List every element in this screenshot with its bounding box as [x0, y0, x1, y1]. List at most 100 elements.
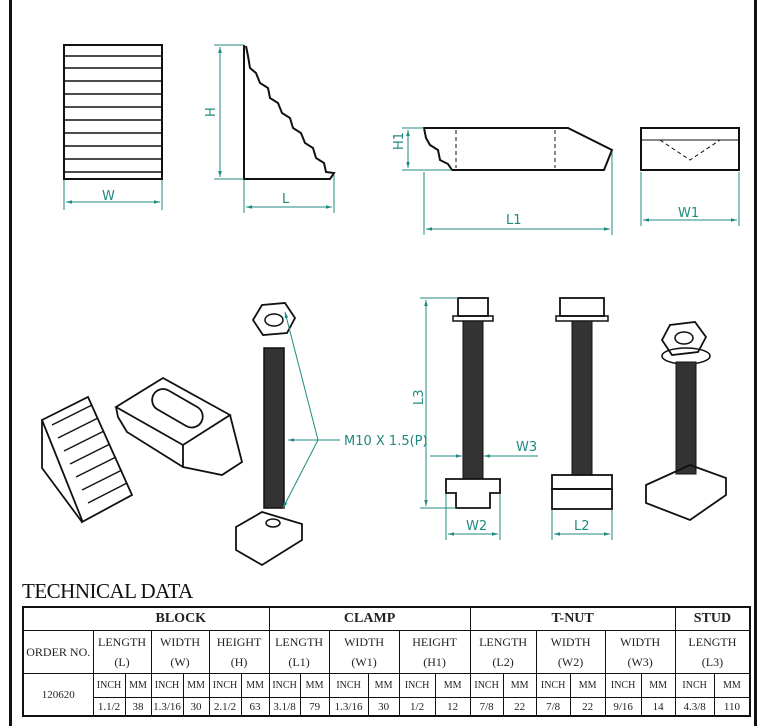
column-header: WIDTH (W)	[150, 630, 210, 674]
value-mm: 14	[640, 697, 676, 717]
stud-isometric	[235, 302, 303, 567]
unit-label: MM	[299, 673, 330, 698]
column-symbol: (L2)	[492, 655, 514, 669]
value-mm: 63	[240, 697, 270, 717]
column-header: WIDTH (W2)	[535, 630, 606, 674]
unit-label: MM	[182, 673, 210, 698]
column-header: WIDTH (W3)	[604, 630, 676, 674]
unit-label: MM	[569, 673, 606, 698]
value-mm: 79	[299, 697, 330, 717]
value-mm: 38	[124, 697, 152, 717]
column-name: WIDTH	[160, 635, 200, 649]
value-inch: 1/2	[398, 697, 436, 717]
dim-h1: H1	[392, 132, 407, 150]
unit-label: MM	[713, 673, 751, 698]
column-name: WIDTH	[620, 635, 661, 649]
column-symbol: (W3)	[627, 655, 653, 669]
value-inch: 1.1/2	[92, 697, 126, 717]
column-header: HEIGHT (H)	[208, 630, 270, 674]
value-mm: 30	[367, 697, 400, 717]
unit-label: INCH	[604, 673, 642, 698]
unit-label: INCH	[398, 673, 436, 698]
unit-label: INCH	[92, 673, 126, 698]
column-symbol: (L)	[114, 655, 130, 669]
dim-l: L	[282, 192, 290, 207]
column-name: WIDTH	[550, 635, 591, 649]
unit-label: INCH	[268, 673, 301, 698]
value-mm: 22	[502, 697, 537, 717]
value-inch: 1.3/16	[150, 697, 184, 717]
page-border-right	[754, 0, 757, 726]
unit-label: MM	[502, 673, 537, 698]
column-name: LENGTH	[275, 635, 324, 649]
value-mm: 110	[713, 697, 751, 717]
unit-label: MM	[240, 673, 270, 698]
dim-w1: W1	[678, 206, 699, 221]
dim-h: H	[204, 107, 219, 117]
unit-label: INCH	[208, 673, 242, 698]
section-title: TECHNICAL DATA	[22, 579, 193, 603]
stud-tnut-isometric	[645, 321, 727, 522]
group-tnut: T-NUT	[469, 606, 676, 631]
stud-front-view	[445, 297, 501, 509]
column-header: LENGTH (L1)	[268, 630, 330, 674]
column-name: WIDTH	[344, 635, 385, 649]
column-symbol: (H)	[230, 655, 248, 669]
block-side-view	[243, 45, 336, 180]
column-symbol: (W)	[170, 655, 190, 669]
unit-label: MM	[124, 673, 152, 698]
dim-w2: W2	[466, 519, 487, 534]
dim-w: W	[102, 189, 115, 204]
value-mm: 12	[434, 697, 471, 717]
unit-label: INCH	[469, 673, 504, 698]
column-name: HEIGHT	[412, 635, 457, 649]
column-symbol: (L3)	[701, 655, 724, 669]
technical-drawing: W H L H1 L1 W1	[40, 44, 740, 567]
page-border-left	[9, 0, 12, 726]
value-mm: 30	[182, 697, 210, 717]
unit-label: MM	[367, 673, 400, 698]
group-block: BLOCK	[93, 606, 270, 631]
group-stud: STUD	[674, 606, 751, 631]
unit-label: MM	[640, 673, 676, 698]
column-header: LENGTH (L)	[92, 630, 152, 674]
group-clamp: CLAMP	[268, 606, 471, 631]
column-name: LENGTH	[688, 635, 737, 649]
unit-label: INCH	[150, 673, 184, 698]
column-symbol: (L1)	[288, 655, 310, 669]
column-name: LENGTH	[479, 635, 528, 649]
dim-l2: L2	[574, 519, 590, 534]
value-inch: 2.1/2	[208, 697, 242, 717]
column-name: HEIGHT	[216, 635, 262, 649]
block-isometric	[40, 395, 134, 524]
value-inch: 9/16	[604, 697, 642, 717]
unit-label: MM	[434, 673, 471, 698]
order-number: 120620	[22, 673, 94, 717]
clamp-isometric	[114, 376, 244, 476]
unit-label: INCH	[328, 673, 369, 698]
clamp-end-view	[640, 127, 740, 171]
dim-l3: L3	[412, 389, 427, 405]
column-header: LENGTH (L3)	[674, 630, 751, 674]
technical-data-table: BLOCK CLAMP T-NUT STUD ORDER NO. LENGTH (…	[22, 606, 752, 717]
unit-label: INCH	[674, 673, 715, 698]
value-mm: 22	[569, 697, 606, 717]
order-no-header: ORDER NO.	[22, 630, 94, 674]
value-inch: 7/8	[535, 697, 571, 717]
value-inch: 7/8	[469, 697, 504, 717]
column-name: LENGTH	[98, 635, 146, 649]
column-symbol: (W1)	[351, 655, 377, 669]
column-symbol: (W2)	[557, 655, 584, 669]
value-inch: 1.3/16	[328, 697, 369, 717]
column-header: HEIGHT (H1)	[398, 630, 471, 674]
value-inch: 3.1/8	[268, 697, 301, 717]
column-header: WIDTH (W1)	[328, 630, 400, 674]
stud-side-view	[551, 297, 613, 510]
clamp-side-view	[422, 127, 614, 171]
unit-label: INCH	[535, 673, 571, 698]
column-symbol: (H1)	[423, 655, 446, 669]
dim-l1: L1	[506, 213, 522, 228]
thread-callout: M10 X 1.5(P)	[344, 434, 428, 449]
value-inch: 4.3/8	[674, 697, 715, 717]
column-header: LENGTH (L2)	[469, 630, 537, 674]
